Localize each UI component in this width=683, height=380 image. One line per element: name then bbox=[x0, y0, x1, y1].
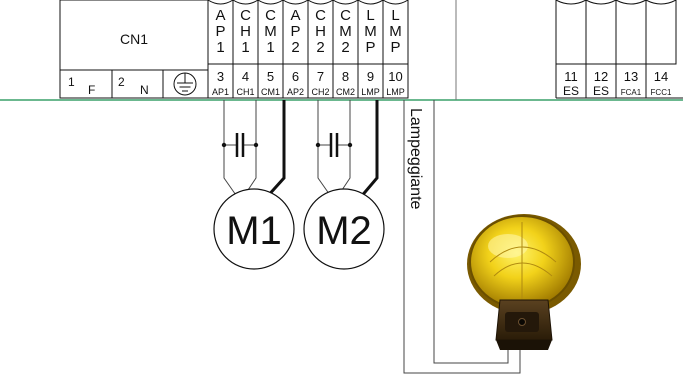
terminal-10-header-3: P bbox=[390, 39, 400, 56]
terminal-5-code: CM1 bbox=[261, 87, 280, 97]
terminal-7-header-1: C bbox=[315, 7, 326, 24]
terminal-4-header-3: 1 bbox=[241, 39, 249, 56]
terminal-10-header-1: L bbox=[391, 7, 399, 24]
flashing-lamp-icon bbox=[467, 214, 581, 350]
motor-m1: M1 bbox=[213, 188, 295, 270]
terminal-1-number: 1 bbox=[68, 75, 75, 89]
terminal-6-header-1: A bbox=[290, 7, 300, 24]
terminal-3-header-2: P bbox=[215, 23, 225, 40]
terminal-14-number: 14 bbox=[654, 69, 668, 84]
terminal-5-header-2: M bbox=[264, 23, 277, 40]
terminal-7-code: CH2 bbox=[311, 87, 329, 97]
terminal-8-header-1: C bbox=[340, 7, 351, 24]
terminal-9-header-2: M bbox=[364, 23, 377, 40]
terminal-3-number: 3 bbox=[217, 69, 224, 84]
motor-m2: M2 bbox=[303, 188, 385, 270]
terminal-3-code: AP1 bbox=[212, 87, 229, 97]
terminal-4-code: CH1 bbox=[236, 87, 254, 97]
terminal-7-number: 7 bbox=[317, 69, 324, 84]
terminal-6-number: 6 bbox=[292, 69, 299, 84]
terminal-13-number: 13 bbox=[624, 69, 638, 84]
terminal-4-number: 4 bbox=[242, 69, 249, 84]
terminal-2-number: 2 bbox=[118, 75, 125, 89]
terminal-4-header-1: C bbox=[240, 7, 251, 24]
terminal-8-number: 8 bbox=[342, 69, 349, 84]
terminal-12-number: 12 bbox=[594, 69, 608, 84]
terminal-10-number: 10 bbox=[388, 69, 402, 84]
terminal-group-3-10: AP13AP1CH14CH1CM15CM1AP26AP2CH27CH2CM28C… bbox=[207, 0, 409, 99]
terminal-6-header-3: 2 bbox=[291, 39, 299, 56]
lamp-wire-label: Lampeggiante bbox=[407, 108, 424, 210]
terminal-6-code: AP2 bbox=[287, 87, 304, 97]
motor-wiring bbox=[221, 100, 379, 200]
terminal-9-number: 9 bbox=[367, 69, 374, 84]
terminal-11-code: ES bbox=[563, 84, 579, 98]
terminal-5-header-1: C bbox=[265, 7, 276, 24]
terminal-6-header-2: P bbox=[290, 23, 300, 40]
terminal-3-header-3: 1 bbox=[216, 39, 224, 56]
terminal-5-number: 5 bbox=[267, 69, 274, 84]
terminal-9-header-3: P bbox=[365, 39, 375, 56]
terminal-9-code: LMP bbox=[361, 87, 380, 97]
terminal-5-header-3: 1 bbox=[266, 39, 274, 56]
terminal-14-code: FCC1 bbox=[651, 88, 672, 97]
earth-ground-icon bbox=[173, 72, 197, 96]
terminal-8-header-3: 2 bbox=[341, 39, 349, 56]
terminal-7-header-3: 2 bbox=[316, 39, 324, 56]
terminal-8-code: CM2 bbox=[336, 87, 355, 97]
lamp-wiring bbox=[403, 100, 521, 374]
terminal-12-code: ES bbox=[593, 84, 609, 98]
cn1-title: CN1 bbox=[120, 31, 148, 47]
terminal-11-number: 11 bbox=[564, 69, 578, 84]
terminal-1-code: F bbox=[88, 83, 95, 97]
terminal-4-header-2: H bbox=[240, 23, 251, 40]
motor-m2-label: M2 bbox=[316, 209, 372, 253]
terminal-7-header-2: H bbox=[315, 23, 326, 40]
terminal-10-code: LMP bbox=[386, 87, 405, 97]
motor-m1-label: M1 bbox=[226, 209, 282, 253]
terminal-2-code: N bbox=[140, 83, 149, 97]
terminal-13-code: FCA1 bbox=[621, 88, 642, 97]
terminal-9-header-1: L bbox=[366, 7, 374, 24]
terminal-8-header-2: M bbox=[339, 23, 352, 40]
terminal-3-header-1: A bbox=[215, 7, 225, 24]
terminal-10-header-2: M bbox=[389, 23, 402, 40]
cn1-connector-block: CN1 1 F 2 N bbox=[59, 0, 209, 99]
